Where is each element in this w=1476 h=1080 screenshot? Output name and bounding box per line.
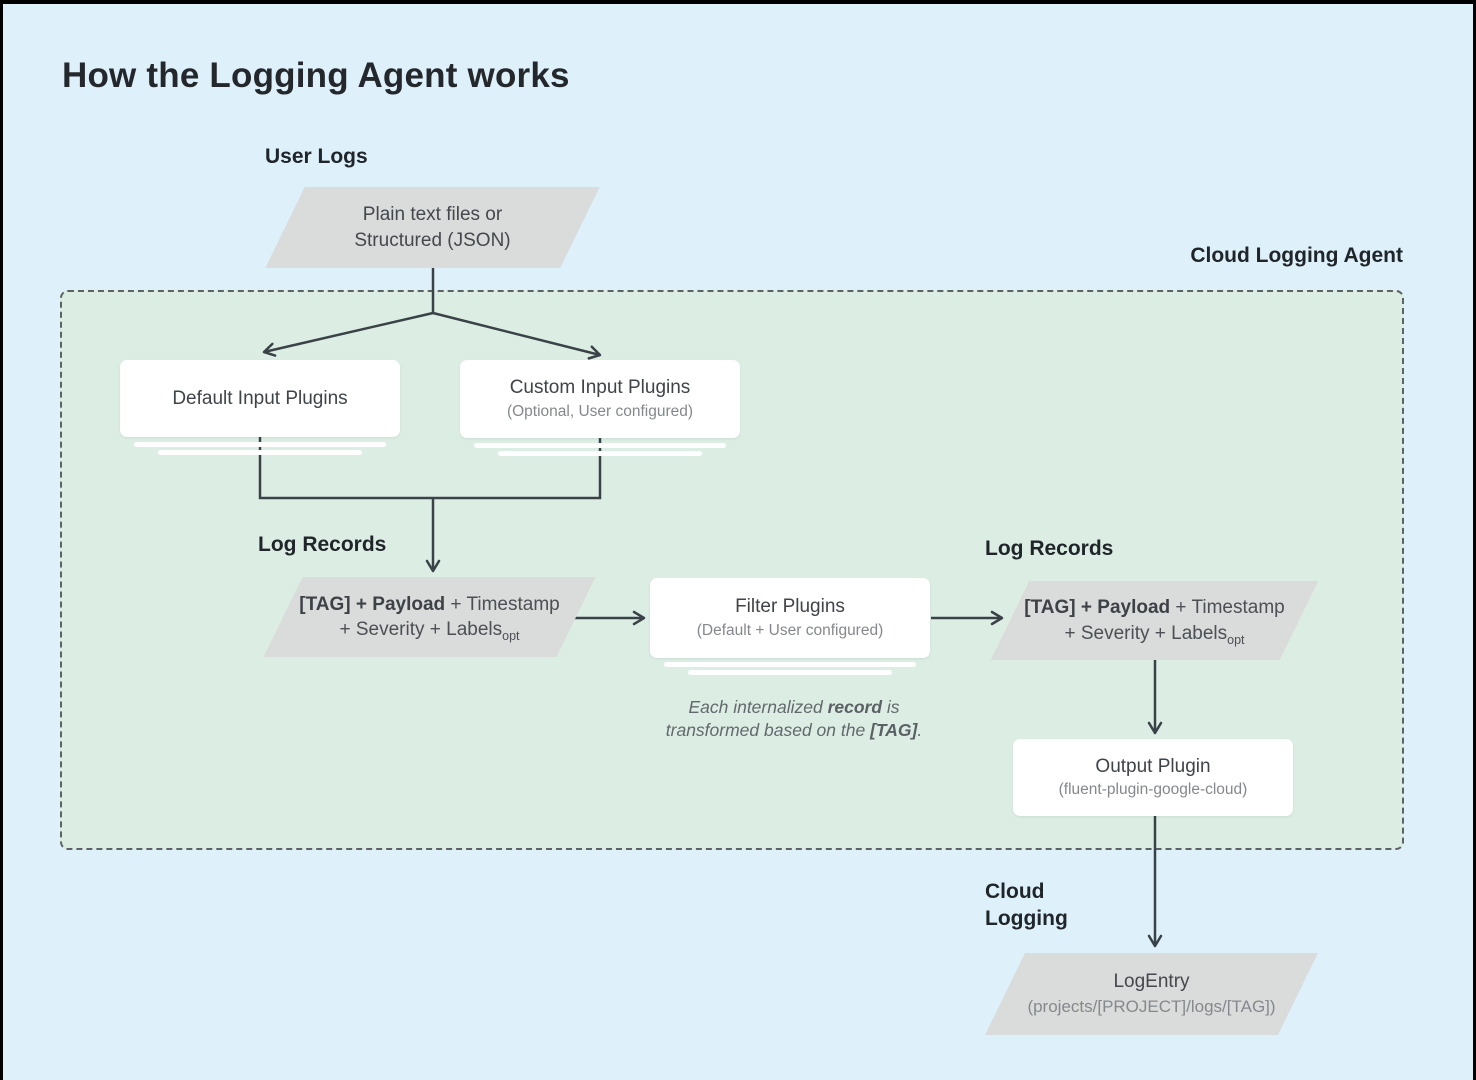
node-default-input-plugins: Default Input Plugins [120, 360, 400, 437]
log-entry-subtitle: (projects/[PROJECT]/logs/[TAG]) [1027, 997, 1276, 1017]
note-text: Each internalized [688, 697, 828, 717]
stack-bar [474, 443, 726, 448]
log-record-left-line2: + Severity + Labels [339, 619, 503, 640]
user-input-line1: Plain text files or [362, 204, 503, 226]
page-title: How the Logging Agent works [62, 56, 570, 95]
diagram-canvas: How the Logging Agent works User Logs Cl… [3, 4, 1473, 1080]
stack-bar [134, 442, 386, 447]
note-bold-tag: [TAG] [870, 719, 918, 740]
note-text: is [882, 697, 900, 717]
node-user-logs-input: Plain text files or Structured (JSON) [265, 187, 600, 268]
node-custom-input-plugins: Custom Input Plugins (Optional, User con… [460, 360, 740, 438]
node-filter-plugins: Filter Plugins (Default + User configure… [650, 578, 930, 658]
custom-input-title: Custom Input Plugins [509, 377, 691, 399]
custom-input-subtitle: (Optional, User configured) [506, 402, 694, 420]
log-record-right-line2: + Severity + Labels [1064, 622, 1228, 644]
log-record-left-subscript: opt [502, 629, 520, 643]
node-log-record-right: [TAG] + Payload + Timestamp + Severity +… [990, 581, 1319, 660]
user-input-line2: Structured (JSON) [354, 229, 511, 251]
stack-bar [498, 451, 702, 456]
node-log-entry: LogEntry (projects/[PROJECT]/logs/[TAG]) [985, 953, 1318, 1035]
label-log-records-right: Log Records [985, 537, 1114, 560]
log-record-right-normal: + Timestamp [1170, 597, 1285, 619]
label-cloud-logging: Cloud Logging [985, 880, 1068, 931]
note-text: . [917, 719, 923, 740]
note-text: transformed based on the [665, 719, 871, 740]
transform-note: Each internalized record is transformed … [641, 696, 947, 742]
stack-bar [664, 662, 916, 667]
label-user-logs: User Logs [265, 145, 368, 168]
filter-plugins-title: Filter Plugins [735, 596, 845, 618]
note-bold-record: record [827, 697, 883, 717]
output-plugin-title: Output Plugin [1095, 755, 1211, 777]
node-log-record-left: [TAG] + Payload + Timestamp + Severity +… [263, 577, 596, 657]
stack-bar [158, 450, 362, 455]
log-entry-title: LogEntry [1113, 971, 1190, 993]
log-record-left-bold: [TAG] + Payload [299, 593, 446, 615]
label-log-records-left: Log Records [258, 533, 387, 556]
log-record-right-bold: [TAG] + Payload [1024, 597, 1171, 619]
label-cloud-logging-agent: Cloud Logging Agent [1190, 244, 1403, 267]
filter-plugins-subtitle: (Default + User configured) [696, 621, 884, 639]
node-output-plugin: Output Plugin (fluent-plugin-google-clou… [1013, 739, 1293, 816]
log-record-right-subscript: opt [1227, 632, 1245, 647]
log-record-left-normal: + Timestamp [445, 593, 560, 615]
stack-bar [688, 670, 892, 675]
default-input-title: Default Input Plugins [172, 387, 348, 409]
output-plugin-subtitle: (fluent-plugin-google-cloud) [1058, 781, 1248, 799]
